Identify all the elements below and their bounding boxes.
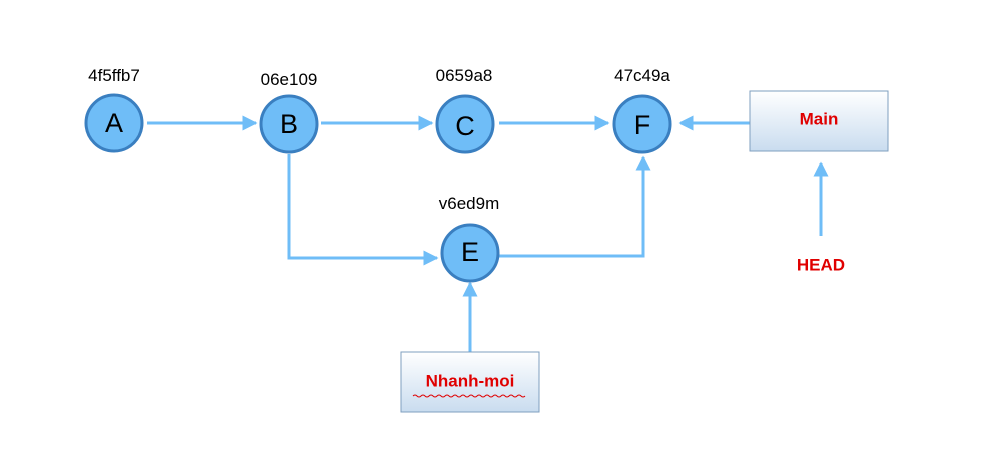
commit-c-hash: 0659a8 <box>436 66 493 85</box>
branch-main-label: Main <box>800 110 839 129</box>
commit-a-letter: A <box>105 108 123 138</box>
spellcheck-underline <box>412 394 526 398</box>
edge-e-to-f <box>499 155 651 258</box>
commit-f-letter: F <box>634 110 651 140</box>
edge-b-to-e <box>287 154 439 266</box>
commit-a: 4f5ffb7 A <box>84 66 144 153</box>
commit-b: 06e109 B <box>259 70 319 154</box>
commit-c: 0659a8 C <box>435 66 495 154</box>
commit-a-hash: 4f5ffb7 <box>88 66 140 85</box>
branch-nhanh-moi-label: Nhanh-moi <box>426 372 515 391</box>
commit-c-letter: C <box>455 111 475 141</box>
branch-main: Main <box>749 90 889 152</box>
head-label: HEAD <box>797 256 845 275</box>
commit-b-letter: B <box>280 109 298 139</box>
commit-e: v6ed9m E <box>439 194 500 283</box>
commit-e-hash: v6ed9m <box>439 194 499 213</box>
commit-e-letter: E <box>461 237 479 267</box>
commit-b-hash: 06e109 <box>261 70 318 89</box>
branch-nhanh-moi: Nhanh-moi <box>400 351 540 413</box>
commit-f-hash: 47c49a <box>614 66 670 85</box>
commit-f: 47c49a F <box>612 66 672 154</box>
